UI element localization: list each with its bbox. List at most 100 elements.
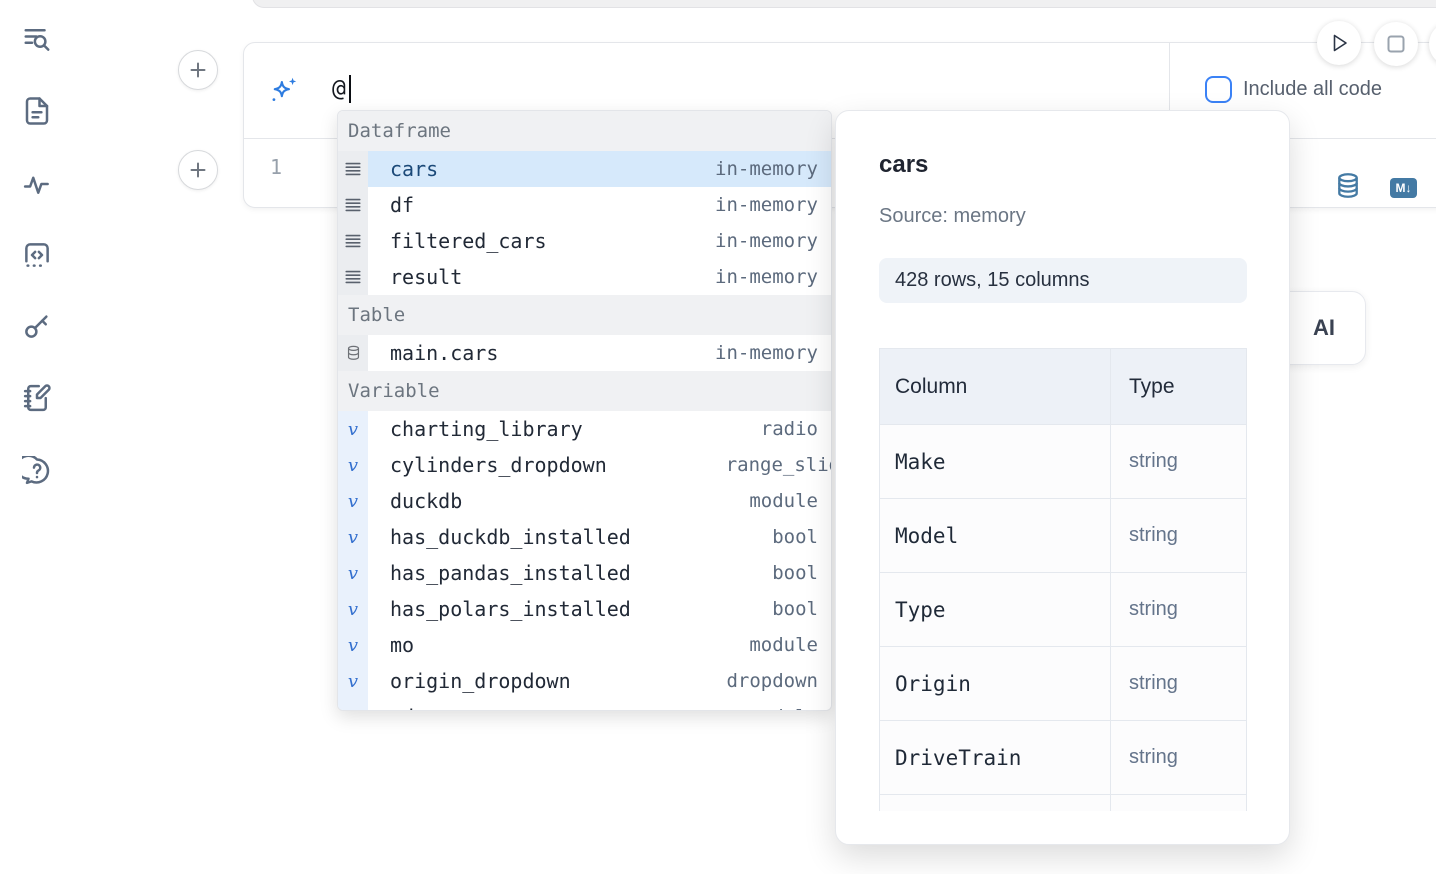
dataframe-icon	[345, 234, 361, 248]
code-snippet-icon	[25, 243, 49, 267]
item-name: result	[390, 265, 463, 289]
autocomplete-item-pd[interactable]: v pdmodule	[338, 699, 831, 710]
preview-source: Source: memory	[879, 205, 1026, 227]
dataframe-preview-popover: cars Source: memory 428 rows, 15 columns…	[835, 110, 1290, 845]
item-detail: dropdown	[726, 670, 818, 692]
more-actions-button[interactable]	[1429, 22, 1436, 66]
include-all-code-control: Include all code	[1205, 76, 1382, 103]
autocomplete-item-main-cars[interactable]: main.cars in-memory	[338, 335, 831, 371]
line-number: 1	[270, 155, 283, 179]
schema-row: Model string	[880, 499, 1246, 573]
plus-icon	[190, 162, 206, 178]
autocomplete-item-filtered-cars[interactable]: filtered_cars in-memory	[338, 223, 831, 259]
item-detail: bool	[772, 526, 818, 548]
schema-row-clipped	[880, 795, 1246, 811]
text-caret	[349, 75, 351, 103]
datasource-icon[interactable]	[1334, 171, 1362, 205]
sidebar-item-snippets[interactable]	[21, 239, 53, 271]
autocomplete-item-origin-dropdown[interactable]: v origin_dropdown dropdown	[338, 663, 831, 699]
variable-icon: v	[347, 562, 359, 584]
sidebar-item-files[interactable]	[21, 95, 53, 127]
sidebar-item-help[interactable]	[21, 455, 53, 487]
variable-icon: v	[347, 670, 359, 692]
item-detail: in-memory	[715, 158, 818, 180]
scratchpad-icon	[23, 384, 51, 412]
markdown-export-icon[interactable]: M↓	[1390, 178, 1417, 198]
sidebar-item-tracing[interactable]	[21, 168, 53, 200]
add-cell-button[interactable]	[178, 150, 218, 190]
item-detail: bool	[772, 598, 818, 620]
autocomplete-item-cylinders-dropdown[interactable]: v cylinders_dropdown range_slider	[338, 447, 831, 483]
variable-icon: v	[347, 418, 359, 440]
item-name: charting_library	[390, 417, 583, 441]
autocomplete-item-charting-library[interactable]: v charting_library radio	[338, 411, 831, 447]
autocomplete-item-df[interactable]: df in-memory	[338, 187, 831, 223]
left-sidebar	[0, 0, 72, 874]
divider	[1169, 43, 1170, 138]
item-name: cars	[390, 157, 439, 181]
item-name: pd	[390, 705, 414, 710]
include-all-code-label: Include all code	[1243, 78, 1382, 100]
variable-icon: v	[347, 454, 359, 476]
item-name: mo	[390, 633, 415, 657]
section-header-dataframe: Dataframe	[338, 111, 831, 151]
item-detail: module	[749, 706, 818, 710]
activity-icon	[23, 176, 49, 194]
item-name: cylinders_dropdown	[390, 453, 607, 477]
ai-prompt-input[interactable]: @	[332, 76, 346, 102]
item-name: has_polars_installed	[390, 597, 631, 621]
item-detail: radio	[760, 418, 818, 440]
item-detail: in-memory	[715, 342, 818, 364]
dataframe-icon	[345, 162, 361, 176]
item-name: main.cars	[390, 341, 499, 365]
sidebar-item-secrets[interactable]	[21, 310, 53, 342]
cell-panel-icons: M↓	[1334, 171, 1417, 205]
item-name: has_pandas_installed	[390, 561, 631, 585]
file-text-icon	[25, 97, 49, 125]
include-all-code-checkbox[interactable]	[1205, 76, 1232, 103]
schema-row: Type string	[880, 573, 1246, 647]
variable-icon: v	[347, 526, 359, 548]
autocomplete-item-cars[interactable]: cars in-memory	[338, 151, 831, 187]
plus-icon	[190, 62, 206, 78]
schema-header-row: Column Type	[880, 349, 1246, 425]
autocomplete-item-has-duckdb-installed[interactable]: v has_duckdb_installed bool	[338, 519, 831, 555]
item-name: has_duckdb_installed	[390, 525, 631, 549]
variable-icon: v	[347, 634, 359, 656]
item-detail: in-memory	[715, 194, 818, 216]
stop-button[interactable]	[1374, 22, 1418, 66]
generate-ai-label: AI	[1313, 315, 1335, 340]
section-header-variable: Variable	[338, 371, 831, 411]
item-detail: module	[749, 490, 818, 512]
item-detail: in-memory	[715, 230, 818, 252]
shape-badge: 428 rows, 15 columns	[879, 258, 1247, 303]
section-header-table: Table	[338, 295, 831, 335]
item-detail: range_slider	[725, 454, 831, 476]
schema-row: DriveTrain string	[880, 721, 1246, 795]
schema-row: Make string	[880, 425, 1246, 499]
autocomplete-item-mo[interactable]: v mo module	[338, 627, 831, 663]
item-name: df	[390, 193, 415, 217]
table-db-icon	[347, 345, 359, 360]
key-icon	[25, 315, 48, 338]
preview-title: cars	[879, 151, 929, 178]
item-name: origin_dropdown	[390, 669, 571, 693]
stop-icon	[1387, 35, 1405, 53]
previous-cell-edge	[252, 0, 1436, 8]
variable-icon: v	[347, 490, 359, 512]
ai-sparkle-icon	[269, 75, 299, 105]
item-name: filtered_cars	[390, 229, 547, 253]
dataframe-icon	[345, 270, 361, 284]
sidebar-item-toc[interactable]	[21, 23, 53, 55]
type-header: Type	[1129, 374, 1175, 398]
sidebar-item-scratchpad[interactable]	[21, 382, 53, 414]
run-cell-button[interactable]	[1317, 21, 1361, 65]
add-cell-button[interactable]	[178, 50, 218, 90]
item-detail: module	[749, 634, 818, 656]
column-header: Column	[880, 349, 1111, 424]
